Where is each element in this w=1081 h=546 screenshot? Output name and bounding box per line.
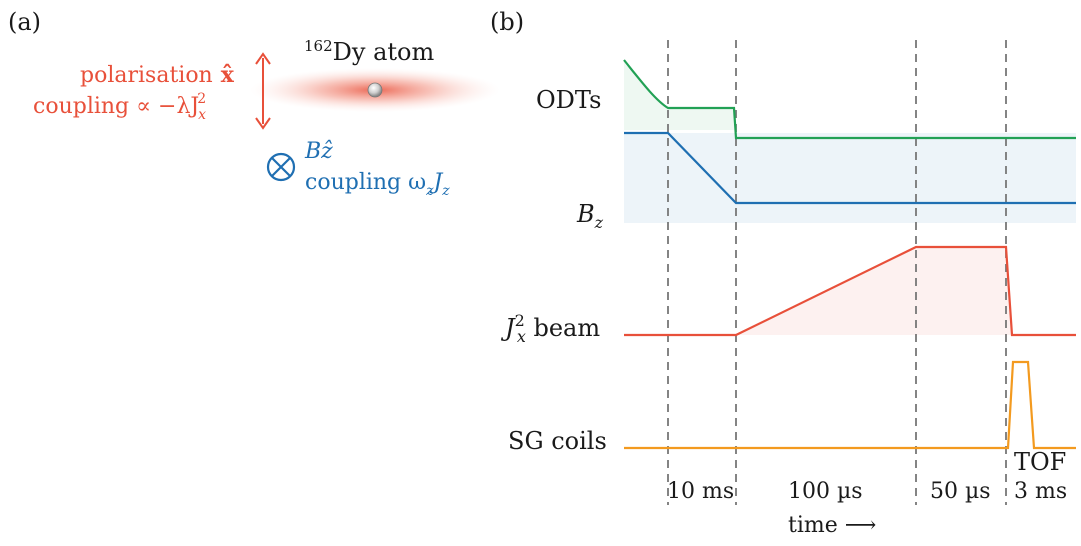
field-into-page-icon [266, 152, 296, 182]
duration-1: 10 ms [667, 479, 734, 504]
trace-label-sg: SG coils [508, 427, 607, 455]
sg-trace [624, 360, 1076, 450]
bz-fill [624, 133, 1076, 223]
duration-3: 50 µs [930, 479, 991, 504]
tof-label: TOF [1014, 448, 1066, 476]
duration-4: 3 ms [1014, 479, 1067, 504]
panel-b-label: (b) [490, 8, 524, 36]
atom-isotope: 162 [304, 37, 333, 55]
panel-a-label: (a) [8, 8, 41, 36]
trace-label-odt: ODTs [536, 86, 602, 114]
atom-name: Dy atom [333, 38, 435, 66]
time-markers [667, 40, 1007, 505]
coupling-blue-label: coupling ωzJz [305, 170, 450, 199]
polarisation-arrow [255, 52, 271, 130]
jx-fill [736, 247, 1012, 335]
dy-atom [367, 82, 383, 98]
atom-label: 162Dy atom [304, 37, 434, 66]
field-label: Bẑ [304, 139, 333, 164]
odt-fill [624, 60, 736, 130]
trace-label-bz: Bz [576, 200, 604, 232]
time-axis-label: time ⟶ [788, 513, 876, 538]
odt-trace [623, 59, 1076, 140]
duration-2: 100 µs [788, 479, 863, 504]
bz-trace [624, 131, 1076, 205]
jx-trace [624, 245, 1076, 337]
